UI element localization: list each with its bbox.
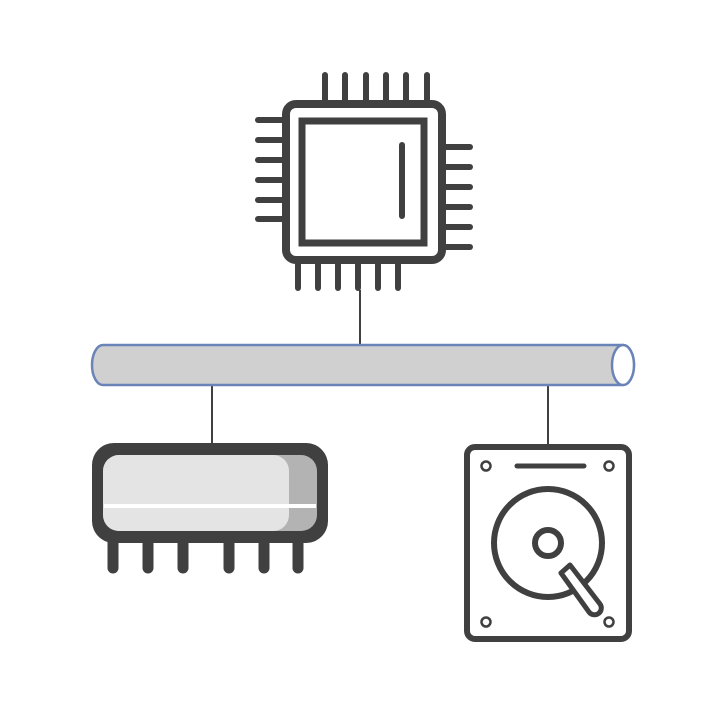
cpu-chip-icon — [255, 72, 473, 291]
hard-disk-drive-icon — [464, 444, 632, 642]
cpu-bottom-pins — [295, 259, 401, 291]
cpu-top-pins — [322, 72, 430, 105]
hdd-screw-bottom-left — [480, 616, 492, 628]
hdd-read-arm — [558, 562, 604, 618]
cpu-outer-body — [282, 100, 446, 264]
bus-body — [90, 343, 636, 387]
ram-pins — [107, 534, 304, 574]
hdd-screw-top-left — [480, 460, 492, 472]
bus-end-cap — [610, 343, 636, 387]
cpu-left-pins — [255, 117, 287, 222]
connectors — [211, 290, 549, 445]
cpu-right-pins — [441, 144, 473, 250]
hdd-spindle — [532, 527, 564, 559]
hdd-screw-top-right — [603, 460, 615, 472]
system-bus-cylinder — [90, 343, 636, 387]
hdd-screw-bottom-right — [603, 616, 615, 628]
cpu-inner-die — [298, 117, 428, 247]
memory-chip-icon — [92, 443, 328, 574]
hdd-platter — [491, 486, 605, 600]
ram-light-face — [103, 455, 289, 531]
